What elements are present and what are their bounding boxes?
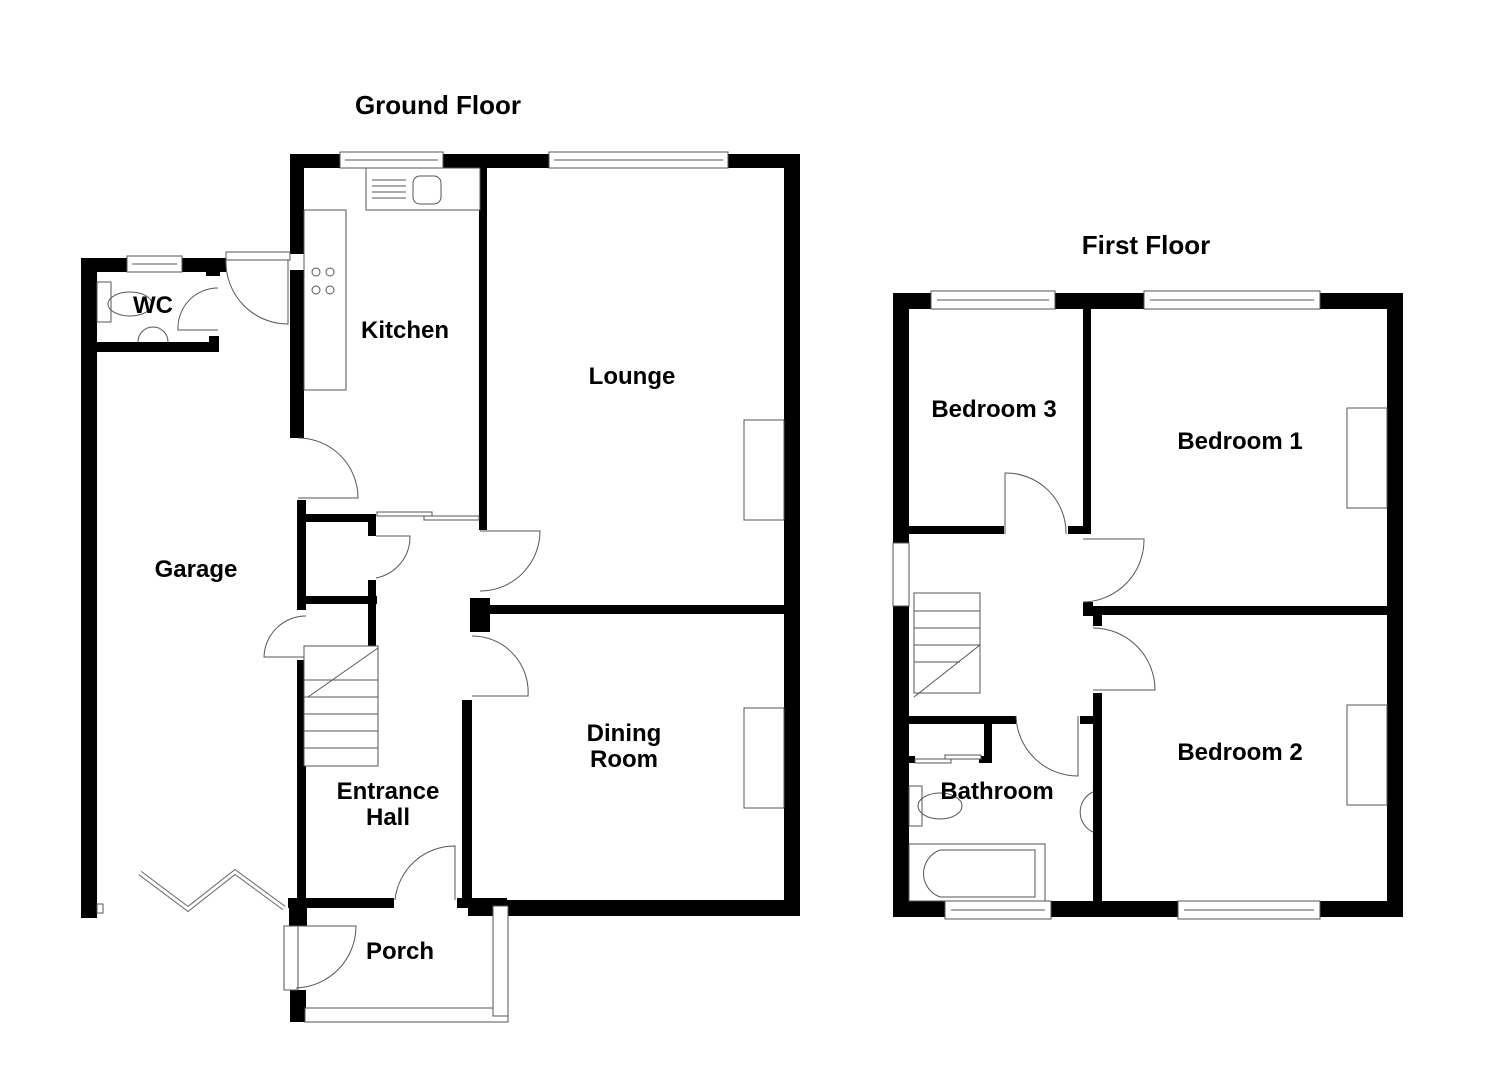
room-label-bedroom2: Bedroom 2 — [1177, 739, 1302, 766]
room-label-dining-line2: Room — [590, 746, 658, 773]
ground-floor-walls — [81, 154, 800, 1022]
room-label-kitchen: Kitchen — [361, 317, 449, 344]
room-label-dining-line1: Dining — [587, 720, 662, 747]
room-label-lounge: Lounge — [589, 363, 676, 390]
room-label-garage: Garage — [155, 556, 238, 583]
first-floor-labels: Bedroom 3 Bedroom 1 Bedroom 2 Bathroom — [931, 396, 1302, 805]
first-floor-walls — [893, 293, 1403, 917]
room-label-porch: Porch — [366, 938, 434, 965]
room-label-bedroom3: Bedroom 3 — [931, 396, 1056, 423]
first-floor-title: First Floor — [1082, 230, 1211, 260]
first-floor-fixtures — [892, 290, 1388, 920]
room-label-bedroom1: Bedroom 1 — [1177, 428, 1302, 455]
room-label-wc: WC — [133, 292, 173, 319]
room-label-hall-line1: Entrance — [337, 778, 440, 805]
ground-floor-labels: WC Kitchen Lounge Garage Dining Room Ent… — [133, 292, 675, 965]
room-label-hall-line2: Hall — [366, 804, 410, 831]
ground-floor-title: Ground Floor — [355, 90, 521, 120]
landing-window — [892, 542, 910, 607]
ground-floor-fixtures — [96, 151, 785, 1023]
room-label-bathroom: Bathroom — [940, 778, 1053, 805]
